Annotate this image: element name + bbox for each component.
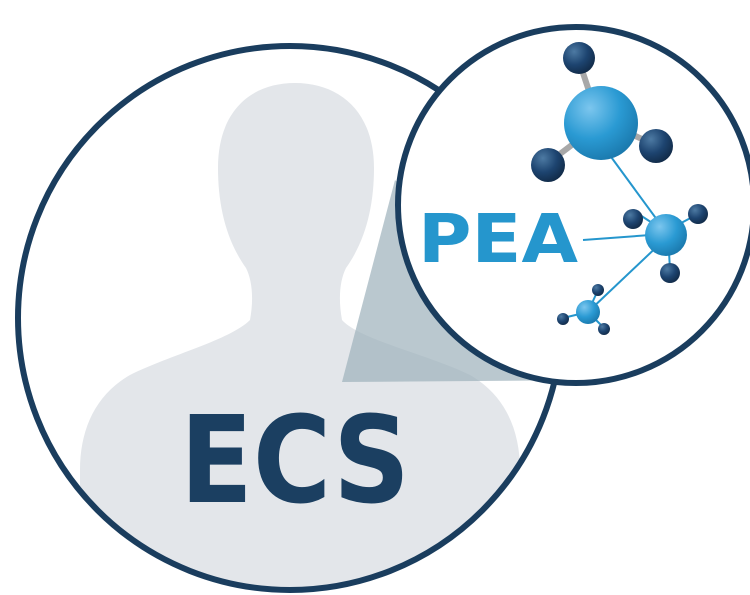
ecs-label: ECS [180, 392, 410, 531]
pea-label: PEA [418, 200, 578, 278]
person-silhouette-icon [80, 83, 520, 590]
pea-zoom-circle: PEA [395, 24, 750, 386]
molecule-icon [531, 42, 708, 335]
